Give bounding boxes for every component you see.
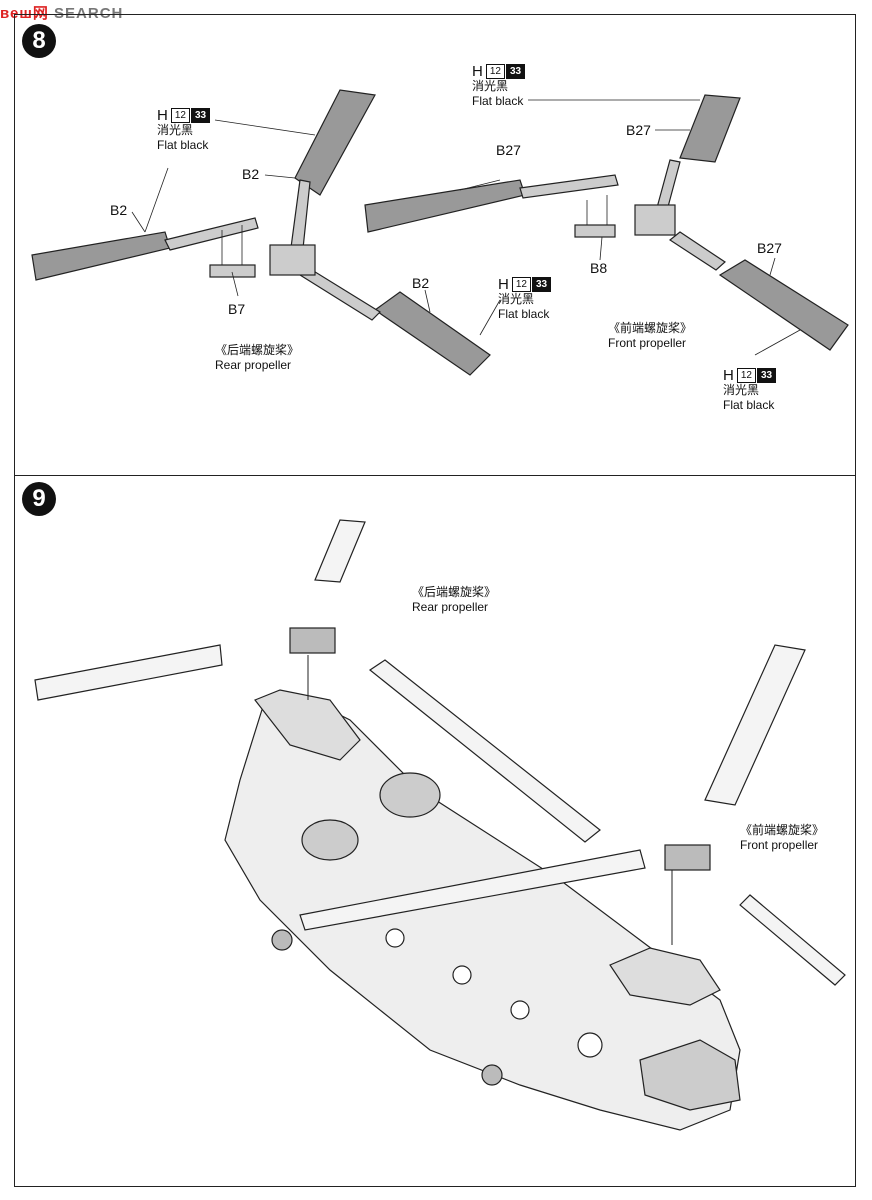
front-propeller-caption: 《前端螺旋桨》 Front propeller bbox=[740, 823, 824, 853]
part-label-b27: B27 bbox=[626, 122, 651, 138]
paint-code: H bbox=[157, 107, 168, 124]
paint-name-cn: 消光黑 bbox=[498, 292, 535, 306]
rear-rotor-blade-upper bbox=[314, 519, 366, 583]
paint-callout-rear-2: H 12 33 消光黑 Flat black bbox=[498, 276, 552, 322]
rear-propeller-caption: 《后端螺旋桨》 Rear propeller bbox=[412, 585, 496, 615]
rear-propeller-caption: 《后端螺旋桨》 Rear propeller bbox=[215, 343, 299, 373]
rear-blade-lower bbox=[373, 291, 491, 376]
paint-code: H bbox=[723, 367, 734, 384]
front-blade-lower bbox=[718, 259, 849, 351]
paint-number: 12 bbox=[736, 368, 756, 383]
paint-name-en: Flat black bbox=[498, 307, 550, 321]
rear-rotor-blade-left bbox=[34, 644, 223, 701]
watermark-text: SEARCH bbox=[54, 5, 124, 22]
part-label-b27: B27 bbox=[757, 240, 782, 256]
front-blade-upper bbox=[679, 94, 741, 163]
caption-cn: 《前端螺旋桨》 bbox=[740, 823, 825, 837]
paint-name-cn: 消光黑 bbox=[157, 123, 194, 137]
caption-en: Front propeller bbox=[740, 838, 819, 852]
paint-number-dark: 33 bbox=[505, 64, 526, 79]
caption-cn: 《后端螺旋桨》 bbox=[215, 343, 300, 357]
caption-en: Front propeller bbox=[608, 336, 687, 350]
paint-callout-rear-1: H 12 33 消光黑 Flat black bbox=[157, 107, 211, 153]
paint-number: 12 bbox=[511, 277, 531, 292]
caption-cn: 《后端螺旋桨》 bbox=[412, 585, 497, 599]
front-rotor-blade-upper bbox=[704, 644, 806, 806]
part-label-b2: B2 bbox=[110, 202, 128, 218]
step-9-panel bbox=[14, 475, 856, 1187]
caption-en: Rear propeller bbox=[412, 600, 489, 614]
step-8-drawing bbox=[31, 89, 849, 376]
rear-blade-upper bbox=[294, 89, 376, 196]
part-label-b8: B8 bbox=[590, 260, 608, 276]
caption-en: Rear propeller bbox=[215, 358, 292, 372]
paint-name-cn: 消光黑 bbox=[723, 383, 760, 397]
part-label-b7: B7 bbox=[228, 301, 246, 317]
paint-name-en: Flat black bbox=[157, 138, 209, 152]
rear-rotor-hub bbox=[289, 627, 336, 654]
part-label-b2: B2 bbox=[412, 275, 430, 291]
paint-number: 12 bbox=[170, 108, 190, 123]
rear-rotor-blade-lower bbox=[368, 659, 601, 843]
part-label-b2: B2 bbox=[242, 166, 260, 182]
paint-number-dark: 33 bbox=[190, 108, 211, 123]
watermark-logo: веш网 bbox=[0, 5, 49, 22]
step-8-number: 8 bbox=[22, 24, 56, 58]
watermark: веш网 SEARCH bbox=[0, 2, 123, 23]
front-rotor-hub bbox=[664, 844, 711, 871]
caption-cn: 《前端螺旋桨》 bbox=[608, 321, 693, 335]
paint-callout-front-1: H 12 33 消光黑 Flat black bbox=[472, 63, 526, 109]
part-label-b27: B27 bbox=[496, 142, 521, 158]
paint-name-en: Flat black bbox=[472, 94, 524, 108]
front-rotor-blade-left bbox=[299, 849, 646, 931]
front-rotor-blade-lower bbox=[739, 894, 846, 986]
paint-callout-front-2: H 12 33 消光黑 Flat black bbox=[723, 367, 777, 413]
step-9-number: 9 bbox=[22, 482, 56, 516]
paint-code: H bbox=[498, 276, 509, 293]
front-propeller-caption: 《前端螺旋桨》 Front propeller bbox=[608, 321, 692, 351]
paint-number-dark: 33 bbox=[756, 368, 777, 383]
paint-name-cn: 消光黑 bbox=[472, 79, 509, 93]
paint-number-dark: 33 bbox=[531, 277, 552, 292]
paint-number: 12 bbox=[485, 64, 505, 79]
paint-code: H bbox=[472, 63, 483, 80]
paint-name-en: Flat black bbox=[723, 398, 775, 412]
